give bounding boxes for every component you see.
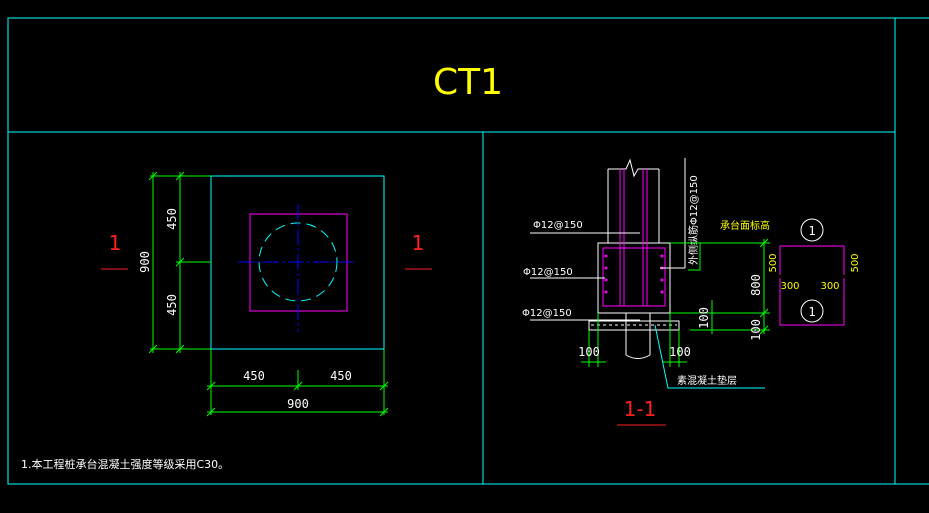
horizontal-dimension-lines [206, 349, 389, 417]
drawing-title: CT1 [433, 62, 503, 103]
cushion-right-dim: 100 [669, 345, 691, 359]
detail-upper-hook [779, 245, 845, 275]
section-height-total: 800 [749, 274, 763, 296]
rebar-mid-label: Φ12@150 [523, 267, 573, 278]
cap-top-label: 承台面标高 [720, 219, 770, 232]
drawing-frame [7, 17, 929, 485]
detail-mark-top: 1 [808, 224, 815, 238]
rebar-leaders [530, 158, 686, 321]
dim-total-vertical: 900 [138, 251, 152, 273]
column-break [607, 158, 660, 243]
section-mark-left: 1 [109, 231, 122, 255]
detail-lower-hook [779, 278, 845, 326]
detail-dim-left: 500 [768, 253, 779, 272]
cushion-label: 素混凝土垫层 [677, 374, 737, 387]
section-height-bottom: 100 [749, 319, 763, 341]
vertical-dimension-lines [148, 171, 211, 354]
rebar-vertical-label: 外侧纵筋Φ12@150 [687, 175, 700, 265]
detail-view: 1 1 500 500 300 300 [768, 218, 861, 326]
dim-right-half: 450 [330, 369, 352, 383]
detail-mark-bottom: 1 [808, 305, 815, 319]
cushion-layer [588, 320, 680, 331]
plan-view: 1 1 450 450 900 [101, 171, 432, 417]
rebar-bottom-label: Φ12@150 [522, 308, 572, 319]
section-cap-outline [597, 242, 671, 314]
cushion-left-dim: 100 [578, 345, 600, 359]
detail-mark-bottom-circle [800, 299, 824, 323]
dim-bottom-half: 450 [165, 294, 179, 316]
detail-mark-top-circle [800, 218, 824, 242]
section-title: 1-1 [624, 397, 657, 421]
dim-top-half: 450 [165, 208, 179, 230]
detail-dim-300-left: 300 [780, 281, 799, 292]
detail-dim-300-right: 300 [820, 281, 839, 292]
section-view: Φ12@150 Φ12@150 Φ12@150 外侧纵筋Φ12@150 承台面标… [522, 158, 770, 426]
rebar-top-label: Φ12@150 [533, 220, 583, 231]
cushion-dims [581, 313, 687, 367]
section-offset-100: 100 [697, 307, 711, 329]
general-note: 1.本工程桩承台混凝土强度等级采用C30。 [21, 457, 229, 471]
section-height-dims [670, 238, 770, 335]
dim-total-horizontal: 900 [287, 397, 309, 411]
dim-left-half: 450 [243, 369, 265, 383]
section-rebar [602, 169, 666, 307]
section-mark-right: 1 [412, 231, 425, 255]
detail-dim-right: 500 [850, 253, 861, 272]
rebar-dots [604, 254, 664, 294]
